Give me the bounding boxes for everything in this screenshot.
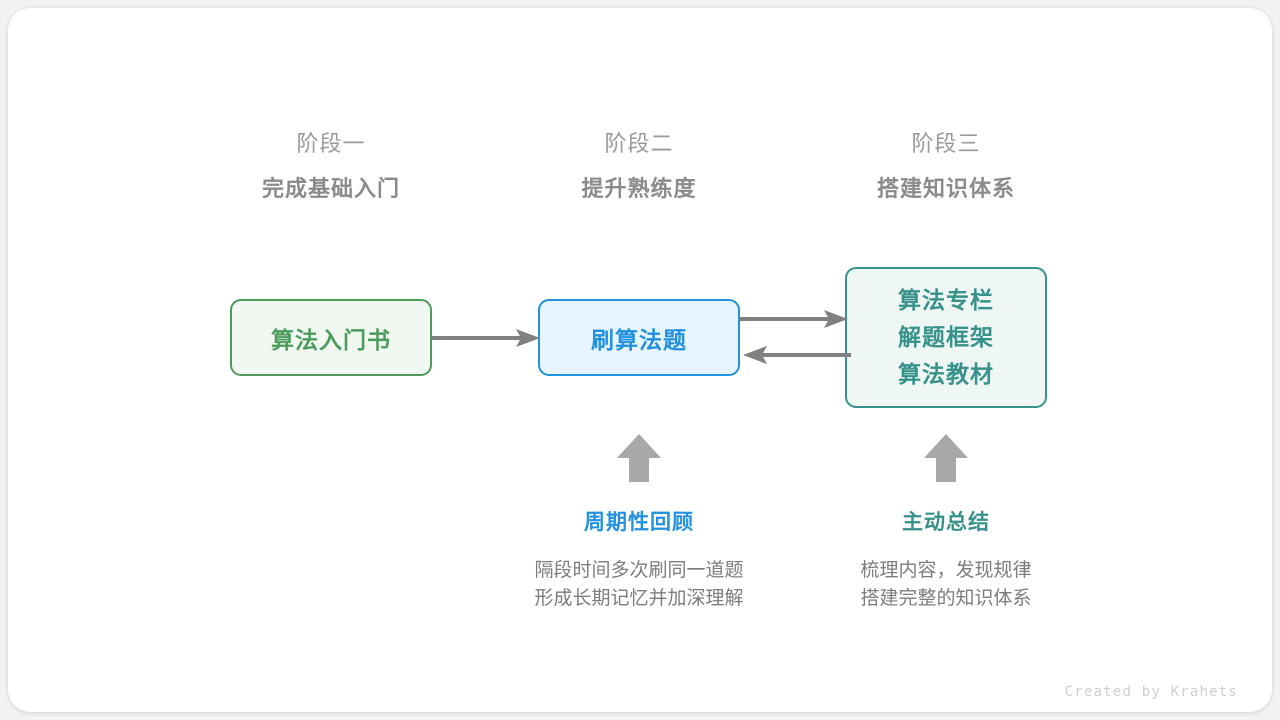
annotation-desc-review-line-1: 隔段时间多次刷同一道题 (534, 560, 744, 581)
annotation-title-summary: 主动总结 (902, 511, 990, 534)
stage-header-1: 阶段一 完成基础入门 (201, 129, 461, 205)
node-label-practice: 刷算法题 (591, 326, 687, 353)
annotation-desc-summary-line-1: 梳理内容，发现规律 (860, 560, 1032, 581)
stage-index-label-3: 阶段三 (911, 131, 981, 156)
footer-credit: Created by Krahets (1064, 684, 1238, 700)
node-label-resources-line-2: 解题框架 (898, 324, 994, 350)
stage-index-label-2: 阶段二 (604, 131, 674, 156)
annotation-desc-review-line-2: 形成长期记忆并加深理解 (534, 588, 744, 609)
stage-title-label-2: 提升熟练度 (581, 176, 697, 201)
stage-header-2: 阶段二 提升熟练度 (509, 129, 769, 205)
annotation-desc-summary: 梳理内容，发现规律 搭建完整的知识体系 (796, 557, 1096, 613)
node-knowledge-resources[interactable]: 算法专栏 解题框架 算法教材 (845, 267, 1047, 408)
node-label-book: 算法入门书 (271, 326, 391, 353)
stage-index-label-1: 阶段一 (296, 131, 366, 156)
node-algorithm-intro-book[interactable]: 算法入门书 (230, 299, 432, 376)
annotation-desc-summary-line-2: 搭建完整的知识体系 (860, 588, 1032, 609)
annotation-desc-review: 隔段时间多次刷同一道题 形成长期记忆并加深理解 (489, 557, 789, 613)
annotation-title-review: 周期性回顾 (584, 511, 694, 534)
node-label-resources-line-3: 算法教材 (898, 361, 994, 387)
arrow-up-icon-summary (924, 434, 968, 482)
stage-title-label-3: 搭建知识体系 (876, 176, 1015, 201)
stage-header-3: 阶段三 搭建知识体系 (816, 129, 1076, 205)
annotation-periodic-review: 周期性回顾 隔段时间多次刷同一道题 形成长期记忆并加深理解 (489, 509, 789, 613)
stage-title-label-1: 完成基础入门 (261, 176, 400, 201)
node-practice-problems[interactable]: 刷算法题 (538, 299, 740, 376)
up-arrow-review (615, 432, 663, 489)
arrow-up-icon-review (617, 434, 661, 482)
up-arrow-summary (922, 432, 970, 489)
node-label-resources-line-1: 算法专栏 (898, 287, 994, 313)
annotation-active-summary: 主动总结 梳理内容，发现规律 搭建完整的知识体系 (796, 509, 1096, 613)
